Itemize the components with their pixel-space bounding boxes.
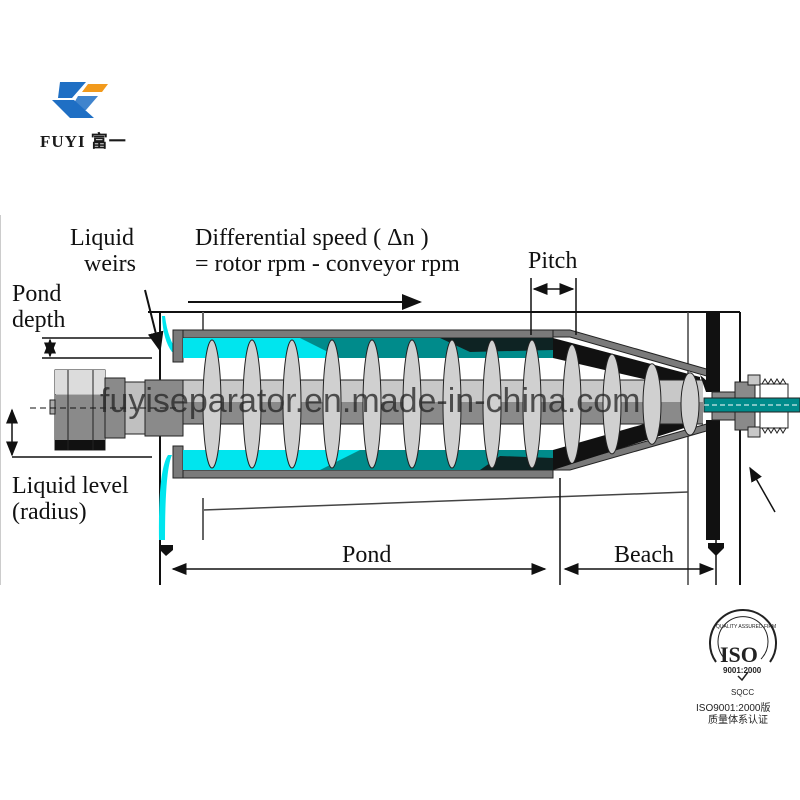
screw-flight (282, 339, 302, 469)
liquid-discharge-bottom (158, 455, 172, 540)
screw-flight (322, 339, 342, 469)
iso-caption-line2: 质量体系认证 (708, 715, 768, 726)
screw-flight (482, 339, 502, 469)
solids-discharge-top (700, 375, 718, 392)
screw-flight (442, 339, 462, 469)
pond-depth-label-line2: depth (12, 307, 66, 333)
iso-body: SQCC (731, 688, 755, 697)
right-shaft-assembly (703, 374, 800, 438)
liquid-weirs-label-line1: Liquid (70, 225, 134, 251)
screw-flight (642, 363, 662, 445)
screw-flight (562, 344, 582, 464)
iso-caption-line1: ISO9001:2000版 (696, 703, 771, 714)
liquid-weirs-label-line2: weirs (84, 251, 136, 277)
watermark-text: fuyiseparator.en.made-in-china.com (100, 382, 641, 420)
solids-discharge-wall-top (706, 312, 720, 392)
iso-ring-text: QUALITY ASSURED FIRM (716, 624, 777, 630)
screw-flight (402, 339, 422, 469)
pond-depth-dimension (42, 337, 152, 359)
screw-flights (202, 339, 700, 469)
pond-beach-dimensions (159, 478, 717, 585)
screw-flight (680, 372, 700, 436)
liquid-weirs-pointer (144, 289, 164, 352)
iso-standard: 9001:2000 (723, 666, 762, 675)
screw-flight (202, 339, 222, 469)
screw-flight (602, 353, 622, 455)
pond-label: Pond (342, 542, 392, 568)
screw-flight (362, 339, 382, 469)
brand-name: FUYI 富一 (40, 132, 127, 151)
liquid-level-label-line1: Liquid level (12, 473, 129, 499)
iso-seal (709, 609, 777, 682)
differential-speed-line2: = rotor rpm - conveyor rpm (195, 251, 460, 277)
pond-depth-label-line1: Pond (12, 281, 62, 307)
beach-label: Beach (614, 542, 674, 568)
screw-flight (522, 339, 542, 469)
left-drive-assembly (30, 369, 184, 451)
liquid-discharge-top (162, 316, 178, 352)
liquid-level-label-line2: (radius) (12, 499, 87, 525)
iso-mark: ISO (720, 642, 758, 667)
pitch-dimension (530, 278, 577, 335)
bowl (172, 329, 711, 479)
beach-marker (708, 543, 724, 556)
pond-marker (160, 545, 173, 556)
differential-speed-line1: Differential speed ( Δn ) (195, 225, 429, 251)
feed-pointer (749, 466, 776, 513)
solids-discharge-wall-bottom (706, 420, 720, 540)
pitch-label: Pitch (528, 248, 578, 274)
liquid-level-dimension (6, 408, 152, 458)
screw-flight (242, 339, 262, 469)
